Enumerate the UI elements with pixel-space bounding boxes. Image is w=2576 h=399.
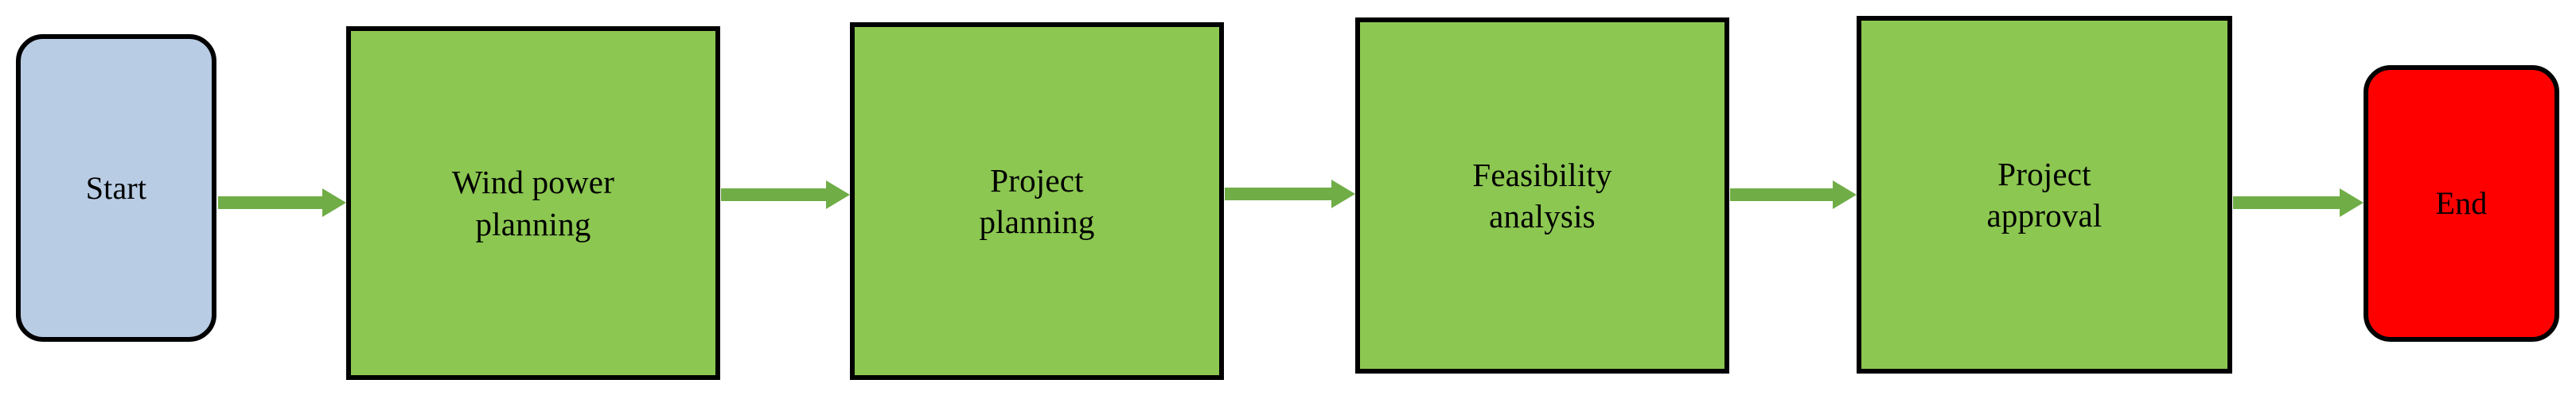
flow-node-project-planning[interactable]: Project planning [850,22,1224,380]
arrowhead-icon [2340,188,2364,217]
arrowhead-icon [826,180,850,209]
flow-node-start[interactable]: Start [16,34,216,342]
flow-node-end[interactable]: End [2364,65,2559,342]
arrowhead-icon [1331,180,1355,208]
label-line-1: Project [1997,155,2091,192]
edge-shaft [1225,188,1331,200]
label-line-2: analysis [1489,198,1596,234]
flow-node-feasibility-analysis[interactable]: Feasibility analysis [1355,17,1729,374]
flow-node-end-label: End [2435,185,2488,222]
edge-shaft [218,196,322,209]
label-line-1: Feasibility [1472,156,1612,193]
label-line-2: planning [979,203,1095,240]
label-line-2: approval [1986,197,2102,234]
edge-shaft [721,188,826,201]
edge-shaft [1730,188,1833,201]
label-line-1: Wind power [451,164,615,201]
edge-shaft [2233,196,2340,209]
flow-node-project-approval[interactable]: Project approval [1857,16,2232,374]
flow-node-start-label: Start [85,169,147,206]
flow-node-wind-power-planning-label: Wind power planning [444,161,622,245]
arrowhead-icon [322,188,346,217]
label-line-2: planning [475,205,591,242]
arrowhead-icon [1833,180,1857,209]
flow-node-feasibility-analysis-label: Feasibility analysis [1464,154,1619,238]
flow-node-project-approval-label: Project approval [1978,153,2110,237]
flow-node-project-planning-label: Project planning [971,160,1102,243]
flow-node-wind-power-planning[interactable]: Wind power planning [346,26,720,380]
label-line-1: Project [990,161,1084,199]
